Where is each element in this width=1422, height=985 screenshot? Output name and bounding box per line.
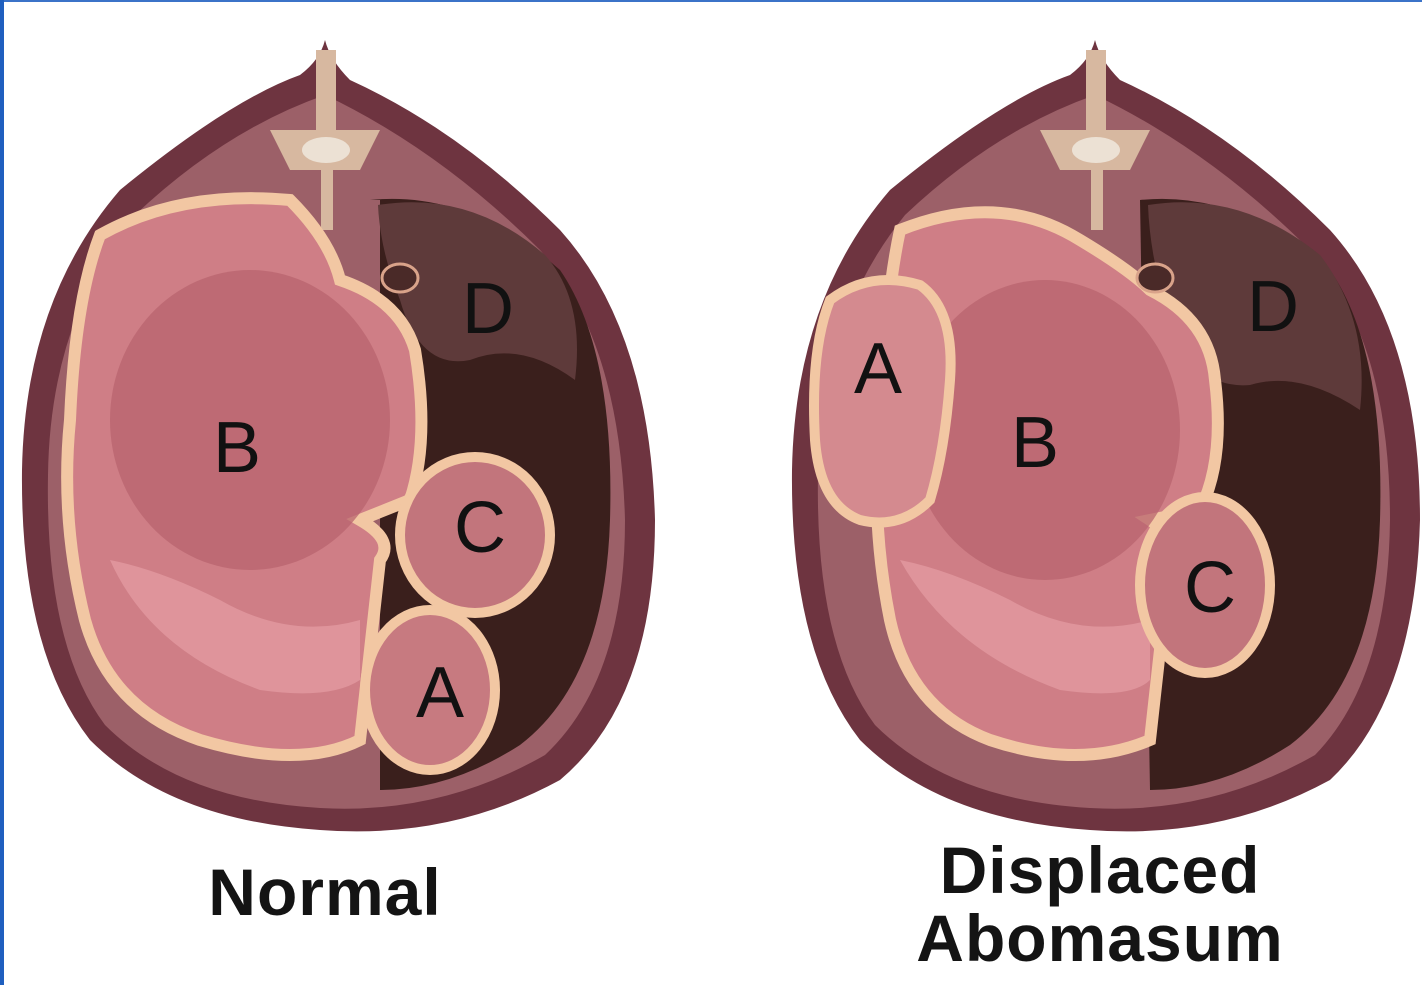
- normal-label-c: C: [454, 488, 506, 568]
- displaced-label-c: C: [1184, 548, 1236, 628]
- displaced-caption-line2: Abomasum: [880, 904, 1320, 972]
- displaced-label-d: D: [1247, 267, 1299, 347]
- displaced-caption-line1: Displaced: [880, 836, 1320, 904]
- normal-label-a: A: [416, 653, 464, 733]
- normal-label-d: D: [462, 269, 514, 349]
- displaced-duct: [1137, 264, 1173, 292]
- normal-caption: Normal: [190, 858, 460, 926]
- normal-duct: [382, 264, 418, 292]
- displaced-caption: Displaced Abomasum: [880, 836, 1320, 972]
- normal-cross-section: B D C A: [22, 40, 655, 831]
- normal-label-b: B: [213, 408, 261, 488]
- displaced-label-a: A: [854, 329, 902, 409]
- normal-caption-text: Normal: [190, 858, 460, 926]
- displaced-cross-section: A B C D: [792, 40, 1420, 831]
- displaced-label-b: B: [1011, 403, 1059, 483]
